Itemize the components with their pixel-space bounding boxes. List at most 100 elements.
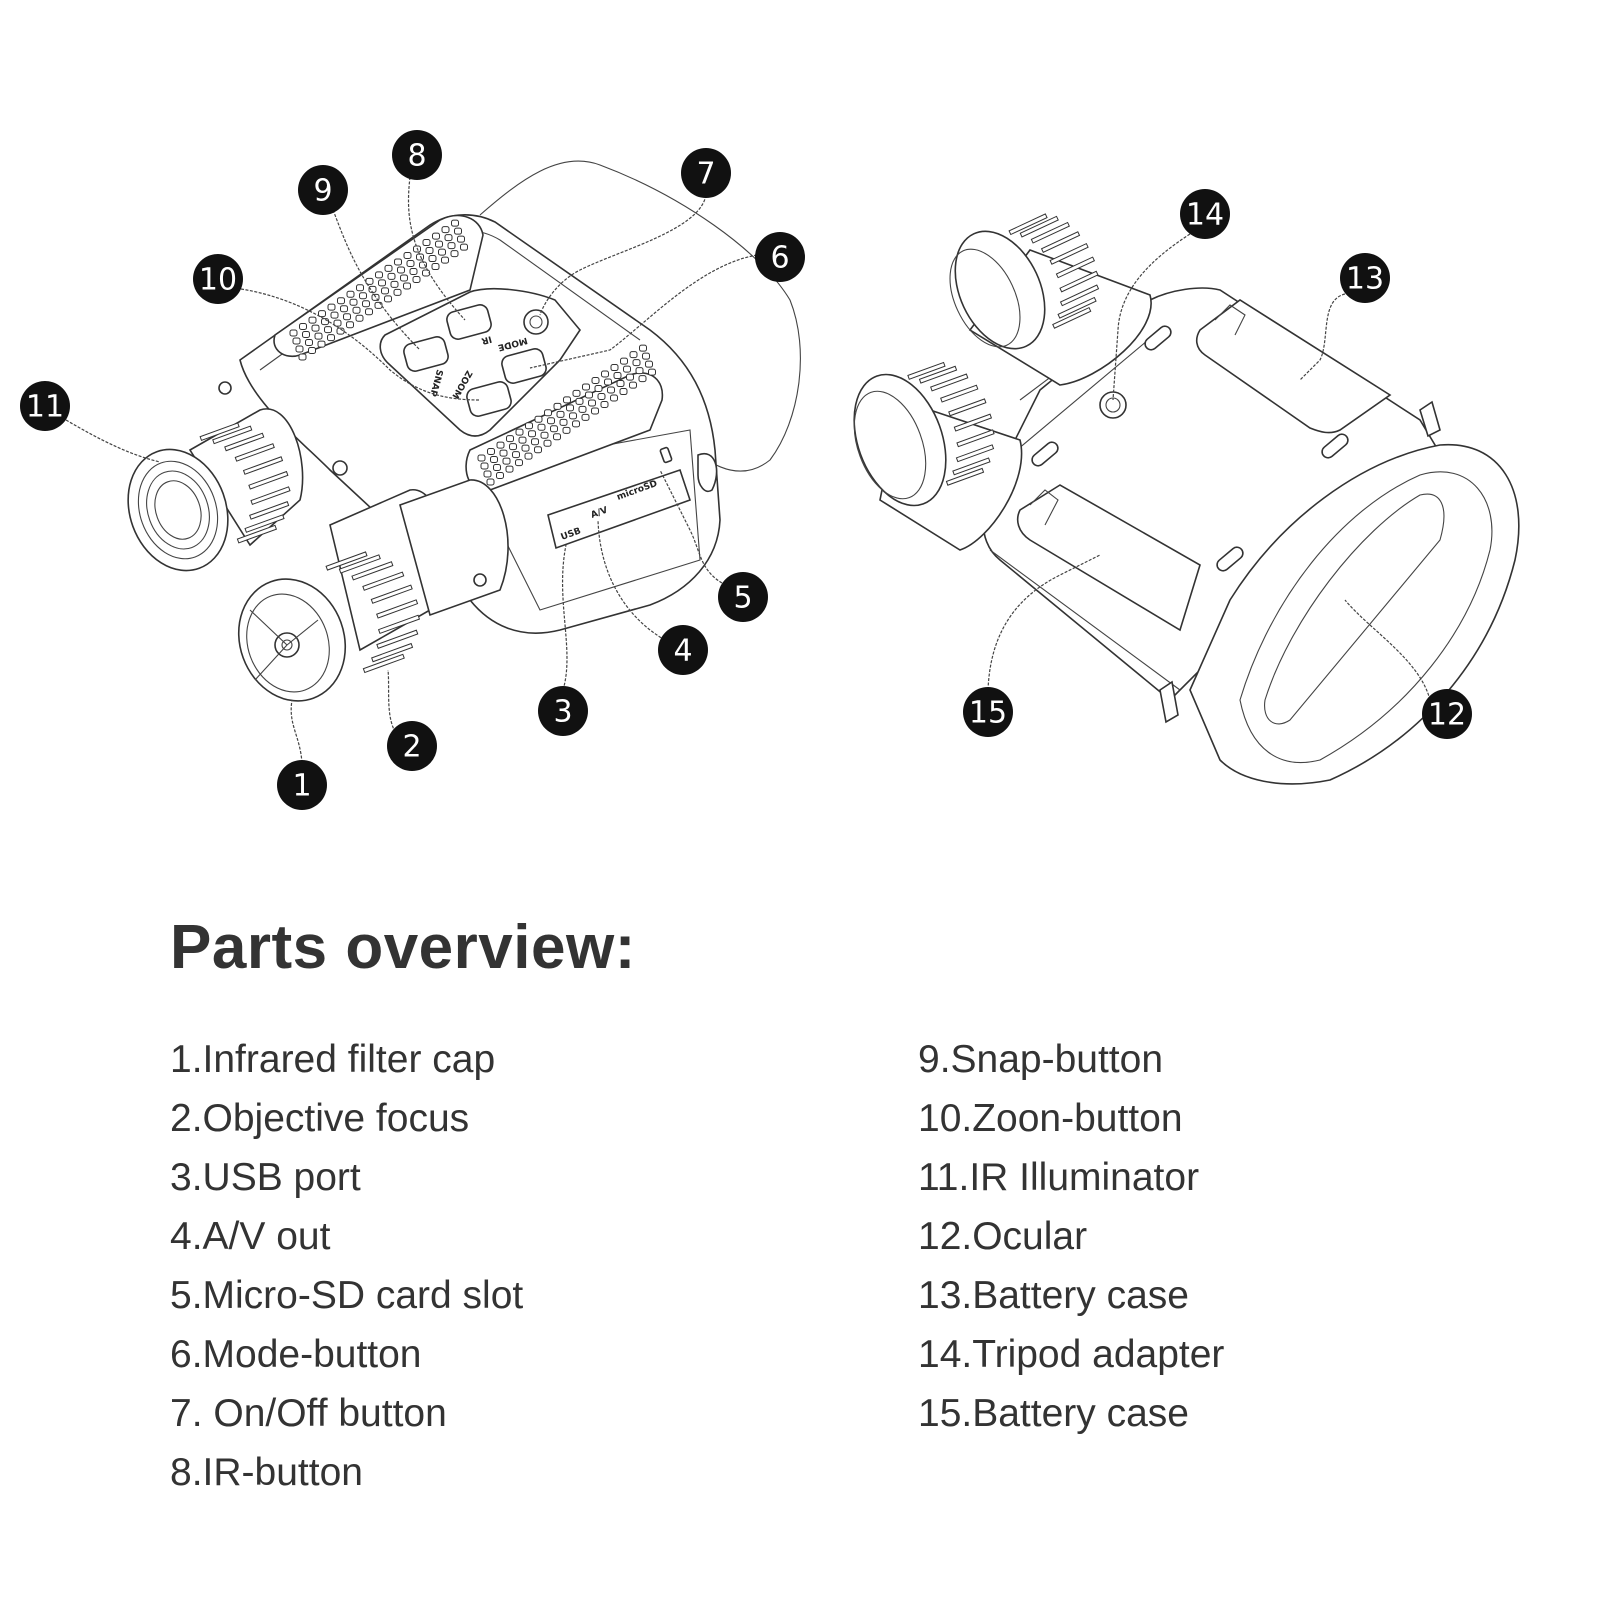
knurl-ridge xyxy=(1059,284,1100,307)
part-item: 10.Zoon-button xyxy=(918,1097,1183,1140)
leader-14 xyxy=(1112,233,1191,401)
grip-texture-cell xyxy=(645,360,653,368)
front-view-screw xyxy=(218,381,232,395)
grip-texture-cell xyxy=(607,386,615,394)
grip-texture-cell xyxy=(381,287,389,295)
leader-5 xyxy=(659,469,723,584)
knurl-ridge xyxy=(248,470,289,490)
grip-texture-cell xyxy=(610,364,619,372)
grip-texture-cell xyxy=(450,250,459,258)
part-item: 7. On/Off button xyxy=(170,1392,447,1435)
leader-7 xyxy=(539,194,707,316)
callout-12-number: 12 xyxy=(1428,698,1466,733)
grip-texture-cell xyxy=(639,344,647,352)
grip-texture-cell xyxy=(493,464,501,472)
front-view-strap-lug xyxy=(697,452,718,493)
callout-3: 3 xyxy=(538,686,588,736)
part-item: 2.Objective focus xyxy=(170,1097,470,1140)
grip-texture-cell xyxy=(387,272,396,280)
grip-texture-cell xyxy=(638,375,647,383)
knurl-ridge xyxy=(1049,242,1089,265)
part-item: 13.Battery case xyxy=(918,1274,1189,1317)
part-item: 11.IR Illuminator xyxy=(918,1156,1200,1199)
grip-texture-cell xyxy=(486,478,495,486)
front-view-grip-bottom-texture xyxy=(477,344,656,486)
ir-button[interactable] xyxy=(445,303,493,341)
knurl-ridge xyxy=(362,571,405,591)
battery-case-bottom[interactable] xyxy=(1016,484,1201,632)
knurl-ridge xyxy=(244,514,285,533)
grip-texture-cell xyxy=(330,311,339,319)
front-view-binoculars: IR SNAP MODE ZOOM USB A/V microSD xyxy=(127,160,801,702)
callout-14: 14 xyxy=(1180,189,1230,239)
grip-texture-cell xyxy=(352,306,361,314)
grip-texture-cell xyxy=(314,332,323,340)
grip-texture-cell xyxy=(422,269,430,277)
grip-texture-cell xyxy=(594,384,603,392)
microsd-slot xyxy=(659,446,673,464)
mode-button[interactable] xyxy=(500,347,548,385)
rear-view-binoculars xyxy=(853,213,1520,785)
knurl-ridge xyxy=(242,456,284,475)
leader-15 xyxy=(987,554,1101,691)
callout-13: 13 xyxy=(1340,253,1390,303)
callout-4-number: 4 xyxy=(673,634,692,669)
knurl-ridge xyxy=(371,642,414,663)
callout-10-number: 10 xyxy=(199,263,237,298)
knurl-ridge xyxy=(362,653,405,674)
grip-texture-cell xyxy=(333,319,342,327)
zoom-button[interactable] xyxy=(465,380,513,418)
callout-7: 7 xyxy=(681,148,731,198)
rear-view-strap-lug xyxy=(1419,400,1441,438)
grip-texture-cell xyxy=(610,394,618,402)
grip-texture-cell xyxy=(531,438,539,446)
leader-11 xyxy=(65,419,161,463)
grip-texture-cell xyxy=(540,431,549,439)
grip-texture-cell xyxy=(559,418,568,426)
grip-texture-cell xyxy=(515,459,523,467)
callout-15-number: 15 xyxy=(969,696,1007,731)
part-item: 1.Infrared filter cap xyxy=(170,1038,496,1081)
grip-texture-cell xyxy=(547,417,555,425)
grip-texture-cell xyxy=(572,389,581,397)
part-item: 6.Mode-button xyxy=(170,1333,422,1376)
grip-texture-cell xyxy=(308,347,316,355)
grip-texture-cell xyxy=(451,219,459,227)
grip-texture-cell xyxy=(477,454,486,462)
part-item: 4.A/V out xyxy=(170,1215,331,1258)
grip-texture-cell xyxy=(515,428,524,436)
grip-texture-cell xyxy=(499,449,508,457)
callout-1: 1 xyxy=(277,760,327,810)
grip-texture-cell xyxy=(292,337,301,345)
grip-texture-cell xyxy=(340,305,348,313)
callout-5: 5 xyxy=(718,572,768,622)
grip-texture-cell xyxy=(528,430,536,438)
ir-button-label: IR xyxy=(480,333,493,345)
grip-texture-cell xyxy=(359,292,367,300)
leader-13 xyxy=(1299,293,1346,381)
grip-texture-cell xyxy=(550,425,558,433)
grip-texture-cell xyxy=(295,345,304,353)
callout-8: 8 xyxy=(392,130,442,180)
grip-texture-cell xyxy=(556,410,565,418)
grip-texture-cell xyxy=(317,340,326,348)
parts-list-left: 1.Infrared filter cap 2.Objective focus … xyxy=(170,1030,523,1502)
battery-case-top[interactable] xyxy=(1195,299,1392,434)
strap-slot xyxy=(1144,325,1172,351)
part-item: 9.Snap-button xyxy=(918,1038,1164,1081)
infrared-filter-cap[interactable] xyxy=(249,609,319,681)
front-view-port-panel xyxy=(547,468,692,550)
callout-9: 9 xyxy=(298,165,348,215)
power-button[interactable] xyxy=(523,309,549,335)
knurl-ridge xyxy=(1008,213,1048,236)
grip-texture-cell xyxy=(544,409,552,417)
knurl-ridge xyxy=(1055,256,1096,279)
ir-illuminator-knurl xyxy=(199,422,291,544)
callout-13-number: 13 xyxy=(1346,262,1384,297)
grip-texture-cell xyxy=(416,253,424,261)
grip-texture-cell xyxy=(496,441,505,449)
part-item: 8.IR-button xyxy=(170,1451,363,1494)
grip-texture-cell xyxy=(591,376,600,384)
grip-texture-cell xyxy=(441,226,450,234)
knurl-ridge xyxy=(930,373,969,392)
